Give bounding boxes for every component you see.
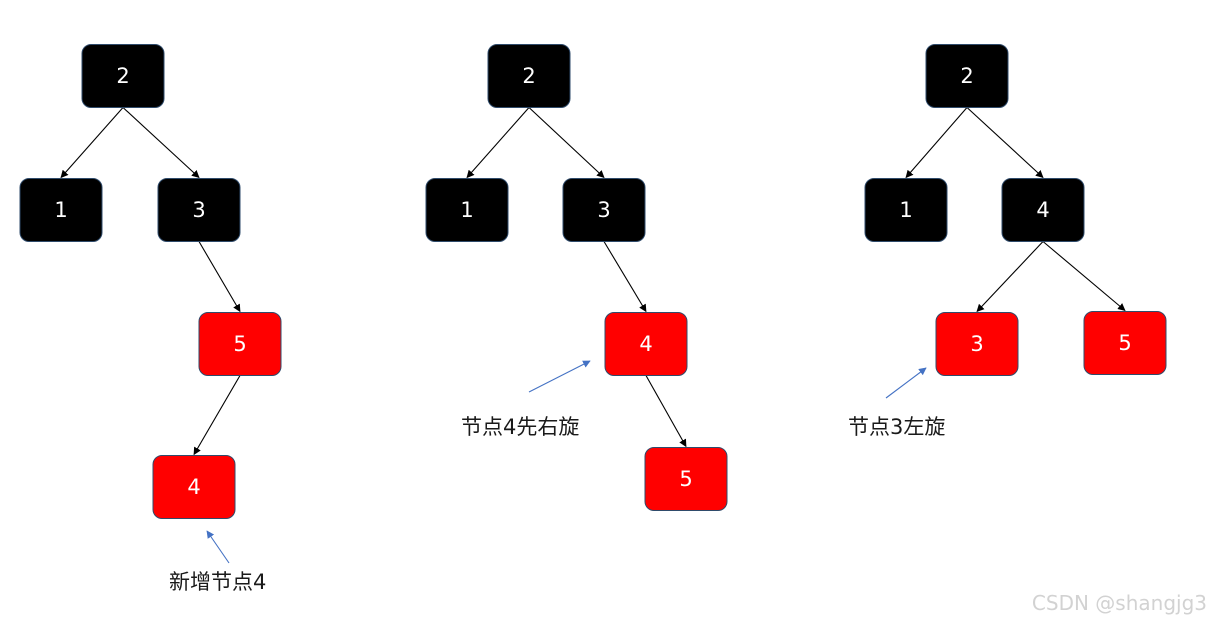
tree3-edge-4-to-3: [976, 241, 1044, 313]
tree1-node-3: 3: [157, 178, 241, 242]
tree3-node-5-box: [1083, 311, 1167, 375]
tree2-node-4: 4: [604, 312, 688, 376]
annotations-layer: 新增节点4 节点4先右旋 节点3左旋: [169, 360, 945, 594]
tree1-edge-5-to-4: [193, 375, 241, 456]
tree3-node-3: 3: [935, 312, 1019, 376]
watermark-text: CSDN @shangjg3: [1032, 591, 1207, 615]
tree1-node-4-box: [152, 455, 236, 519]
tree1-annotation-text: 新增节点4: [169, 570, 266, 594]
tree3-node-1: 1: [864, 178, 948, 242]
tree2-node-1-label: 1: [460, 198, 473, 222]
tree2-annotation-arrow: [528, 360, 591, 393]
tree2-edge-2-to-3: [528, 107, 605, 179]
tree1-node-2: 2: [81, 44, 165, 108]
tree2-node-4-label: 4: [639, 332, 652, 356]
tree1-node-3-box: [157, 178, 241, 242]
tree3-node-2: 2: [925, 44, 1009, 108]
tree2-node-5: 5: [644, 447, 728, 511]
tree1-node-5: 5: [198, 312, 282, 376]
tree2-node-3-label: 3: [597, 198, 610, 222]
tree3-node-3-label: 3: [970, 332, 983, 356]
tree2-edge-4-to-5: [645, 375, 687, 448]
tree3-node-4-label: 4: [1036, 198, 1049, 222]
tree1-node-4-label: 4: [187, 475, 200, 499]
tree1-node-5-label: 5: [233, 332, 246, 356]
tree2-node-2: 2: [487, 44, 571, 108]
tree3-node-5-label: 5: [1118, 331, 1131, 355]
tree3-node-4-box: [1001, 178, 1085, 242]
tree3-node-2-label: 2: [960, 64, 973, 88]
tree3-node-4: 4: [1001, 178, 1085, 242]
tree1-edge-2-to-3: [122, 107, 200, 179]
tree3-node-2-box: [925, 44, 1009, 108]
tree2-node-2-label: 2: [522, 64, 535, 88]
nodes-layer: 2 1 3 5 4 2 1 3 4 5 2 1 4 3 5: [19, 44, 1167, 519]
tree3-annotation-arrow: [885, 367, 927, 399]
tree2-node-1: 1: [425, 178, 509, 242]
tree2-node-3: 3: [562, 178, 646, 242]
tree1-edge-2-to-1: [60, 107, 124, 179]
tree3-annotation-text: 节点3左旋: [848, 415, 945, 439]
tree2-node-5-label: 5: [679, 467, 692, 491]
tree3-edge-4-to-5: [1042, 241, 1126, 311]
tree2-node-5-box: [644, 447, 728, 511]
tree2-node-1-box: [425, 178, 509, 242]
tree2-node-4-box: [604, 312, 688, 376]
tree2-edge-3-to-4: [603, 241, 647, 313]
tree3-node-5: 5: [1083, 311, 1167, 375]
tree1-node-1-label: 1: [54, 198, 67, 222]
tree3-edge-2-to-4: [966, 107, 1044, 179]
tree1-node-1: 1: [19, 178, 103, 242]
tree3-node-3-box: [935, 312, 1019, 376]
tree2-node-3-box: [562, 178, 646, 242]
tree2-edge-2-to-1: [466, 107, 530, 179]
tree1-node-2-label: 2: [116, 64, 129, 88]
tree3-node-1-box: [864, 178, 948, 242]
tree2-node-2-box: [487, 44, 571, 108]
tree1-node-2-box: [81, 44, 165, 108]
edges-layer: [60, 107, 1126, 456]
tree1-node-3-label: 3: [192, 198, 205, 222]
tree3-node-1-label: 1: [899, 198, 912, 222]
tree1-node-1-box: [19, 178, 103, 242]
tree1-node-4: 4: [152, 455, 236, 519]
tree1-edge-3-to-5: [198, 241, 241, 313]
tree1-annotation-arrow: [206, 530, 230, 564]
tree3-edge-2-to-1: [905, 107, 968, 179]
tree2-annotation-text: 节点4先右旋: [461, 415, 579, 439]
tree1-node-5-box: [198, 312, 282, 376]
